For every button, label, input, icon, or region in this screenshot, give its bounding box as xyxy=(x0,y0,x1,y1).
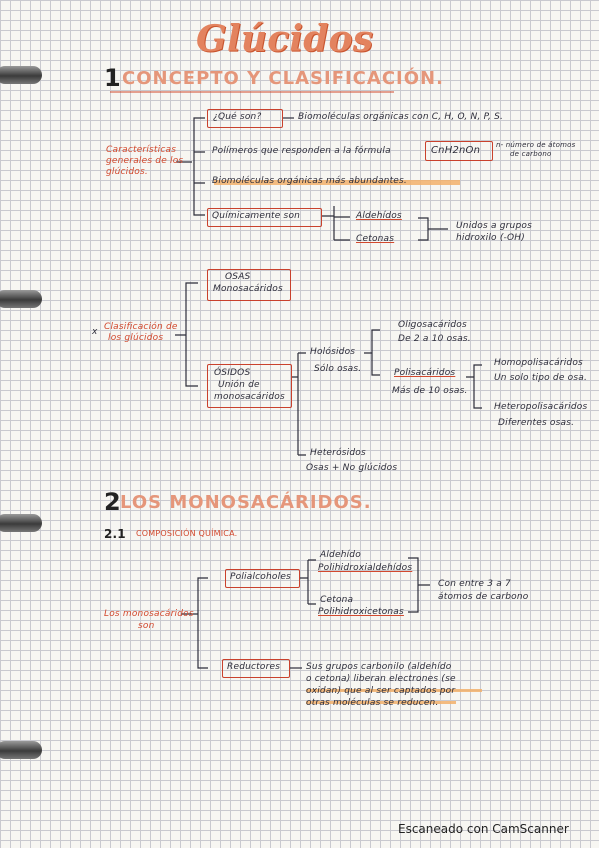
highlight xyxy=(214,180,460,185)
binder-ring xyxy=(0,66,42,84)
formula: CnH2nOn xyxy=(431,145,481,156)
que-son-box xyxy=(207,109,283,128)
reductores-note: Sus grupos carbonilo (aldehído o cetona)… xyxy=(306,662,456,708)
clasificacion-label: Clasificación de los glúcidos xyxy=(104,322,178,343)
carbono-note: Con entre 3 a 7 átomos de carbono xyxy=(438,579,529,602)
que-son-label: ¿Qué son? xyxy=(213,112,262,122)
binder-ring xyxy=(0,514,42,532)
homopolisacaridos-note: Un solo tipo de osa. xyxy=(494,373,588,383)
que-son-answer: Biomoléculas orgánicas con C, H, O, N, P… xyxy=(298,112,504,122)
page-title: Glúcidos xyxy=(196,18,374,60)
subsection-number: 2.1 xyxy=(104,527,126,541)
cetonas-label: Cetonas xyxy=(356,234,395,244)
oligosacaridos-label: Oligosacáridos xyxy=(398,320,467,330)
binder-ring xyxy=(0,741,42,759)
polisacaridos-note: Más de 10 osas. xyxy=(392,386,468,396)
aldehidos-label: Aldehídos xyxy=(356,211,402,221)
homopolisacaridos-label: Homopolisacáridos xyxy=(494,358,583,368)
subsection-title: COMPOSICIÓN QUÍMICA. xyxy=(136,529,238,538)
heterosidos-note: Osas + No glúcidos xyxy=(306,463,398,473)
osas-box xyxy=(207,269,291,301)
quimicamente-box xyxy=(207,208,322,227)
section-title: CONCEPTO Y CLASIFICACIÓN. xyxy=(122,68,444,89)
section-number: 1 xyxy=(104,64,121,92)
heterosidos-label: Heterósidos xyxy=(310,448,366,458)
characteristics-label: Características generales de los glúcido… xyxy=(106,145,184,177)
osas-label: OSAS Monosacáridos xyxy=(213,272,283,294)
heteropolisacaridos-note: Diferentes osas. xyxy=(498,418,575,428)
holosidos-note: Sólo osas. xyxy=(314,364,362,374)
aldehido-label: Aldehído xyxy=(320,550,361,560)
cetona-label: Cetona xyxy=(320,595,354,605)
reductores-box xyxy=(222,659,290,678)
polisacaridos-label: Polisacáridos xyxy=(394,368,456,378)
monosacaridos-label: Los monosacáridos son xyxy=(104,609,194,631)
unidos-note: Unidos a grupos hidroxilo (-OH) xyxy=(456,221,532,243)
section-title: LOS MONOSACÁRIDOS. xyxy=(120,492,372,513)
osidos-box xyxy=(207,364,292,408)
heteropolisacaridos-label: Heteropolisacáridos xyxy=(494,402,588,412)
bullet-mark: x xyxy=(92,327,98,337)
oligosacaridos-note: De 2 a 10 osas. xyxy=(398,334,471,344)
holosidos-label: Holósidos xyxy=(310,347,356,357)
scanner-watermark: Escaneado con CamScanner xyxy=(398,822,569,836)
polialcoholes-box xyxy=(225,569,300,588)
formula-note: n- número de átomos de carbono xyxy=(496,141,576,158)
binder-ring xyxy=(0,290,42,308)
highlight xyxy=(306,689,482,692)
highlight xyxy=(306,701,456,704)
polialcoholes-label: Polialcoholes xyxy=(230,572,291,582)
polihidroxicetonas-label: Polihidroxicetonas xyxy=(318,607,404,617)
polimeros-text: Polímeros que responden a la fórmula xyxy=(212,146,391,156)
osidos-label: ÓSIDOS Unión de monosacáridos xyxy=(214,368,285,402)
abundantes-text: Biomoléculas orgánicas más abundantes. xyxy=(212,176,407,186)
reductores-label: Reductores xyxy=(227,662,281,672)
quimicamente-label: Químicamente son xyxy=(212,211,301,221)
formula-box xyxy=(425,141,493,161)
polihidroxialdehidos-label: Polihidroxialdehídos xyxy=(318,563,413,573)
section-number: 2 xyxy=(104,488,121,516)
